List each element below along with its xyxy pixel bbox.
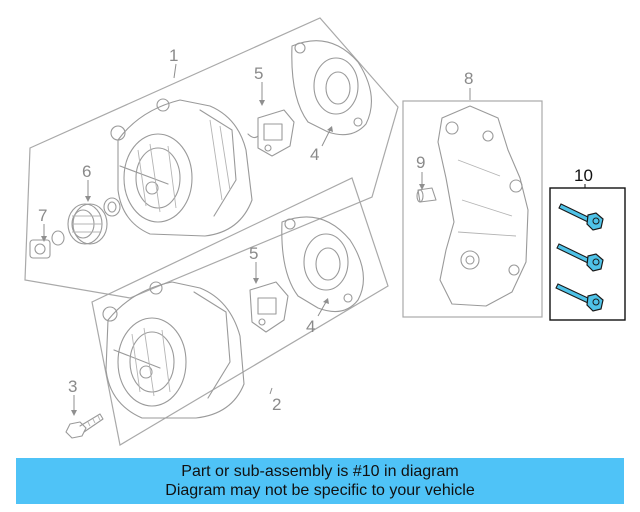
callout-1: 1	[169, 46, 178, 65]
callout-3: 3	[68, 377, 77, 396]
part-10-frame	[549, 187, 626, 321]
assembly-1-frame	[24, 17, 399, 299]
callout-6: 6	[82, 162, 91, 181]
callout-5-lower: 5	[249, 244, 258, 263]
callout-8: 8	[464, 69, 473, 88]
callout-7: 7	[38, 206, 47, 225]
regulator-upper	[247, 109, 295, 157]
rear-cover-upper	[291, 40, 372, 136]
regulator-lower	[249, 281, 289, 333]
bushing-9	[416, 187, 437, 203]
callout-4-lower: 4	[306, 317, 315, 336]
rear-cover-lower	[281, 216, 364, 313]
banner-line-1: Part or sub-assembly is #10 in diagram	[181, 463, 459, 480]
callout-4-upper: 4	[310, 145, 319, 164]
exploded-parts-diagram: 1 5 4 6 7 5 4 3 2 8 9 10	[24, 17, 626, 446]
pulley-6	[67, 197, 121, 245]
alternator-lower	[102, 281, 245, 419]
nut-7	[29, 230, 65, 259]
callout-10: 10	[574, 166, 593, 185]
callout-2: 2	[272, 395, 281, 414]
bolt-10-bottom	[555, 283, 604, 312]
assembly-8-frame	[402, 100, 543, 318]
bolt-3	[65, 413, 104, 439]
callout-9: 9	[416, 153, 425, 172]
bracket-8	[437, 105, 529, 307]
banner-line-2: Diagram may not be specific to your vehi…	[165, 482, 475, 499]
callout-5-upper: 5	[254, 64, 263, 83]
info-banner: Part or sub-assembly is #10 in diagram D…	[16, 458, 624, 504]
alternator-upper	[110, 98, 253, 237]
bolt-10-top	[558, 203, 604, 231]
bolt-10-middle	[556, 243, 604, 272]
assembly-2-frame	[91, 177, 389, 446]
